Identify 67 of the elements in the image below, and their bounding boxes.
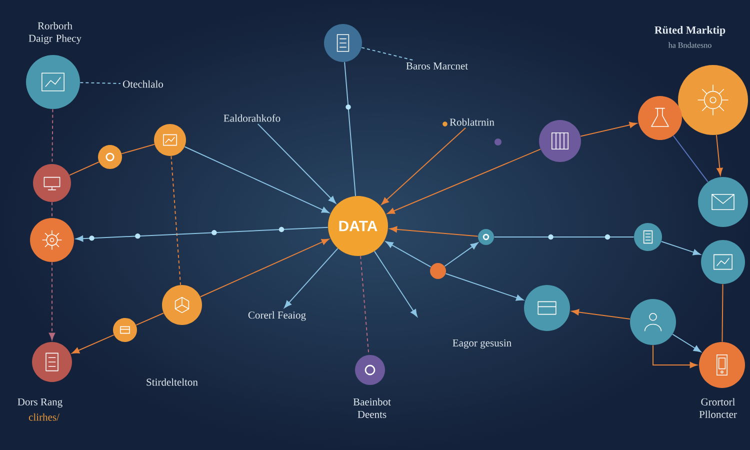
arrow <box>387 148 541 214</box>
arrow <box>445 273 524 301</box>
arrow <box>76 226 328 242</box>
dashed-line <box>361 47 414 61</box>
circle <box>630 299 676 345</box>
node-label: Dors Rang <box>18 398 62 408</box>
node-label: clirhes/ <box>28 413 60 421</box>
arrow <box>386 241 432 268</box>
connector-line <box>136 312 164 326</box>
arrow <box>672 334 702 352</box>
circle <box>524 285 570 331</box>
circle <box>478 229 494 245</box>
circle <box>701 240 745 284</box>
circle <box>154 124 186 156</box>
connector-line <box>722 284 724 342</box>
heading: Rüted Marktip <box>654 26 726 36</box>
label: Roblatrnin <box>450 118 494 126</box>
label: Otechlalo <box>123 80 164 88</box>
label: Corerl Feaiog <box>248 311 306 321</box>
circle <box>98 145 122 169</box>
circle <box>32 342 72 382</box>
arrow <box>257 123 336 204</box>
connector-line <box>494 236 634 238</box>
arrow <box>716 134 723 176</box>
circle <box>162 285 202 325</box>
circle <box>33 164 71 202</box>
circle <box>26 55 80 109</box>
arrow <box>444 242 478 267</box>
arrow <box>72 334 114 354</box>
label: Stirdeltelton <box>146 378 198 386</box>
connector-line <box>121 144 155 154</box>
dashed-line <box>360 256 370 356</box>
dashed-line <box>52 108 54 164</box>
dashed-line <box>170 156 182 286</box>
circle <box>324 24 362 62</box>
connector-line <box>69 162 100 176</box>
node-label: Baeinbot Deents <box>353 398 391 418</box>
circle <box>698 177 748 227</box>
label: Ealdorahkofo <box>224 114 280 122</box>
dashed-line <box>48 262 56 340</box>
connector-line <box>672 135 708 182</box>
arrow <box>652 344 698 368</box>
dashed-line <box>80 82 121 84</box>
circle <box>699 342 745 388</box>
circle <box>638 96 682 140</box>
circle <box>539 120 581 162</box>
subheading: ha Bndatesno <box>668 42 712 48</box>
node-label: Rorborh Daigr Phecy <box>28 22 82 44</box>
circle <box>430 263 446 279</box>
arrow <box>374 250 418 317</box>
circle <box>355 355 385 385</box>
arrow <box>660 241 701 256</box>
arrow <box>200 238 330 298</box>
label: Baros Marcnet <box>406 62 468 70</box>
circle <box>113 318 137 342</box>
node-label: Grortorl Plloncter <box>699 398 737 418</box>
label: Eagor gesusin <box>452 339 512 349</box>
connector-line <box>344 62 356 196</box>
arrow <box>184 146 330 214</box>
arrow <box>284 248 338 308</box>
circle <box>634 223 662 251</box>
arrow <box>580 122 637 137</box>
circle <box>30 218 74 262</box>
arrow <box>571 309 630 320</box>
circle <box>678 65 748 135</box>
arrow <box>390 226 478 237</box>
arrow <box>381 127 466 205</box>
